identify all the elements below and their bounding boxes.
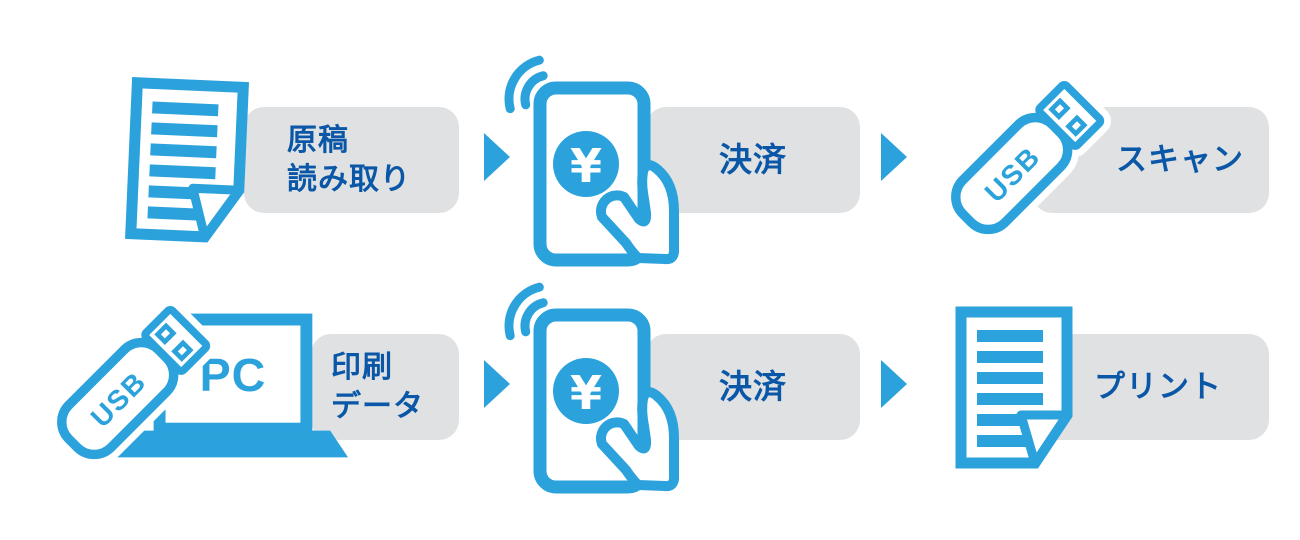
flow-arrow-icon — [484, 360, 510, 408]
yen-circle — [553, 358, 619, 424]
flow-arrow-icon — [484, 133, 510, 181]
label-line: 印刷 — [331, 351, 393, 384]
label-line: データ — [331, 390, 424, 423]
smartphone-payment-icon: ¥ — [504, 282, 679, 494]
laptop-base — [113, 430, 349, 458]
folded-corner — [1016, 410, 1072, 468]
flow-arrow-icon — [881, 360, 907, 408]
label-line: 決済 — [719, 140, 787, 178]
pointing-hand-icon — [596, 160, 679, 265]
usb-memory-icon: USB — [50, 299, 218, 466]
usb-connector-hole — [1065, 114, 1088, 137]
label-print-data: 印刷 データ — [311, 334, 459, 440]
usb-connector-hole — [1048, 97, 1071, 121]
yen-symbol: ¥ — [570, 139, 602, 193]
usb-connector — [141, 306, 211, 375]
label-payment-1: 決済 — [646, 107, 860, 213]
usb-connector — [1035, 81, 1105, 150]
flow-arrow-icon — [881, 133, 907, 181]
label-payment-2: 決済 — [646, 334, 860, 440]
yen-circle — [553, 131, 619, 197]
nfc-waves-icon — [504, 55, 548, 114]
label-line: 決済 — [719, 367, 787, 405]
usb-connector-hole — [171, 339, 194, 362]
label-line: スキャン — [1116, 141, 1244, 177]
nfc-waves-icon — [504, 282, 548, 341]
label-line: プリント — [1094, 368, 1222, 404]
label-line: 読み取り — [287, 163, 411, 196]
yen-symbol: ¥ — [570, 366, 602, 420]
folded-corner — [188, 183, 244, 242]
usb-connector-hole — [154, 322, 177, 346]
pointing-hand-icon — [596, 387, 679, 492]
usb-memory-icon: USB — [944, 74, 1112, 241]
smartphone-payment-icon: ¥ — [504, 55, 679, 267]
document-icon — [125, 77, 249, 243]
label-original-read: 原稿 読み取り — [244, 107, 459, 213]
document-icon — [955, 306, 1073, 469]
label-line: 原稿 — [287, 124, 349, 157]
